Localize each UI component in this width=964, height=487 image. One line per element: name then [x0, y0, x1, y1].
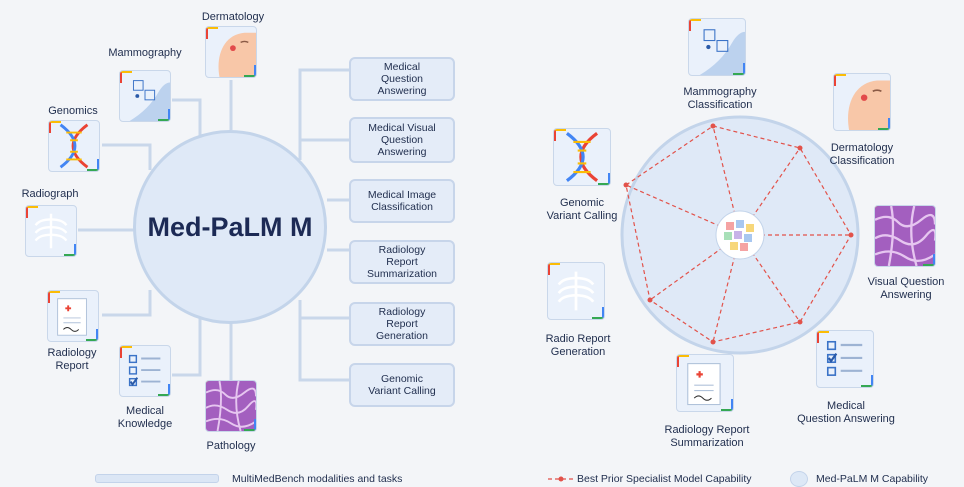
pathology-tile	[205, 380, 257, 432]
radio-report-generation-tile	[547, 262, 605, 320]
report-document-icon	[57, 298, 87, 336]
radiograph-tile	[25, 205, 77, 257]
legend-medpalm-swatch	[790, 471, 808, 487]
radiology-report-tile	[47, 290, 99, 342]
mammography-classification-tile	[688, 18, 746, 76]
visual-question-answering-tile	[874, 205, 936, 267]
label-mammography: Mammography	[108, 47, 182, 59]
dna-icon	[59, 123, 89, 169]
medical-knowledge-tile	[119, 345, 171, 397]
genomics-tile	[48, 120, 100, 172]
dermatology-classification-tile	[833, 73, 891, 131]
label-dermatology: Dermatology	[201, 11, 265, 23]
hub-title: Med-PaLM M	[147, 211, 313, 242]
ribcage-icon	[34, 213, 68, 249]
label-radiograph: Radiograph	[21, 188, 79, 200]
ribcage-icon	[557, 271, 595, 311]
legend-medpalm: Med-PaLM M Capability	[816, 473, 929, 485]
report-document-icon	[687, 363, 721, 406]
legend-specialist: Best Prior Specialist Model Capability	[577, 473, 752, 485]
med-palm-m-hub: Med-PaLM M	[133, 130, 327, 324]
mammography-tile	[119, 70, 171, 122]
checklist-icon	[826, 340, 863, 376]
radiology-report-summarization-tile	[676, 354, 734, 412]
legend-multimedbench-swatch	[95, 474, 219, 483]
label-genomics: Genomics	[48, 105, 98, 117]
label-pathology: Pathology	[206, 440, 256, 452]
dna-icon	[565, 132, 599, 182]
checklist-icon	[128, 354, 161, 387]
dermatology-tile	[205, 26, 257, 78]
medical-question-answering-tile	[816, 330, 874, 388]
legend-multimedbench: MultiMedBench modalities and tasks	[232, 473, 403, 485]
genomic-variant-calling-tile	[553, 128, 611, 186]
